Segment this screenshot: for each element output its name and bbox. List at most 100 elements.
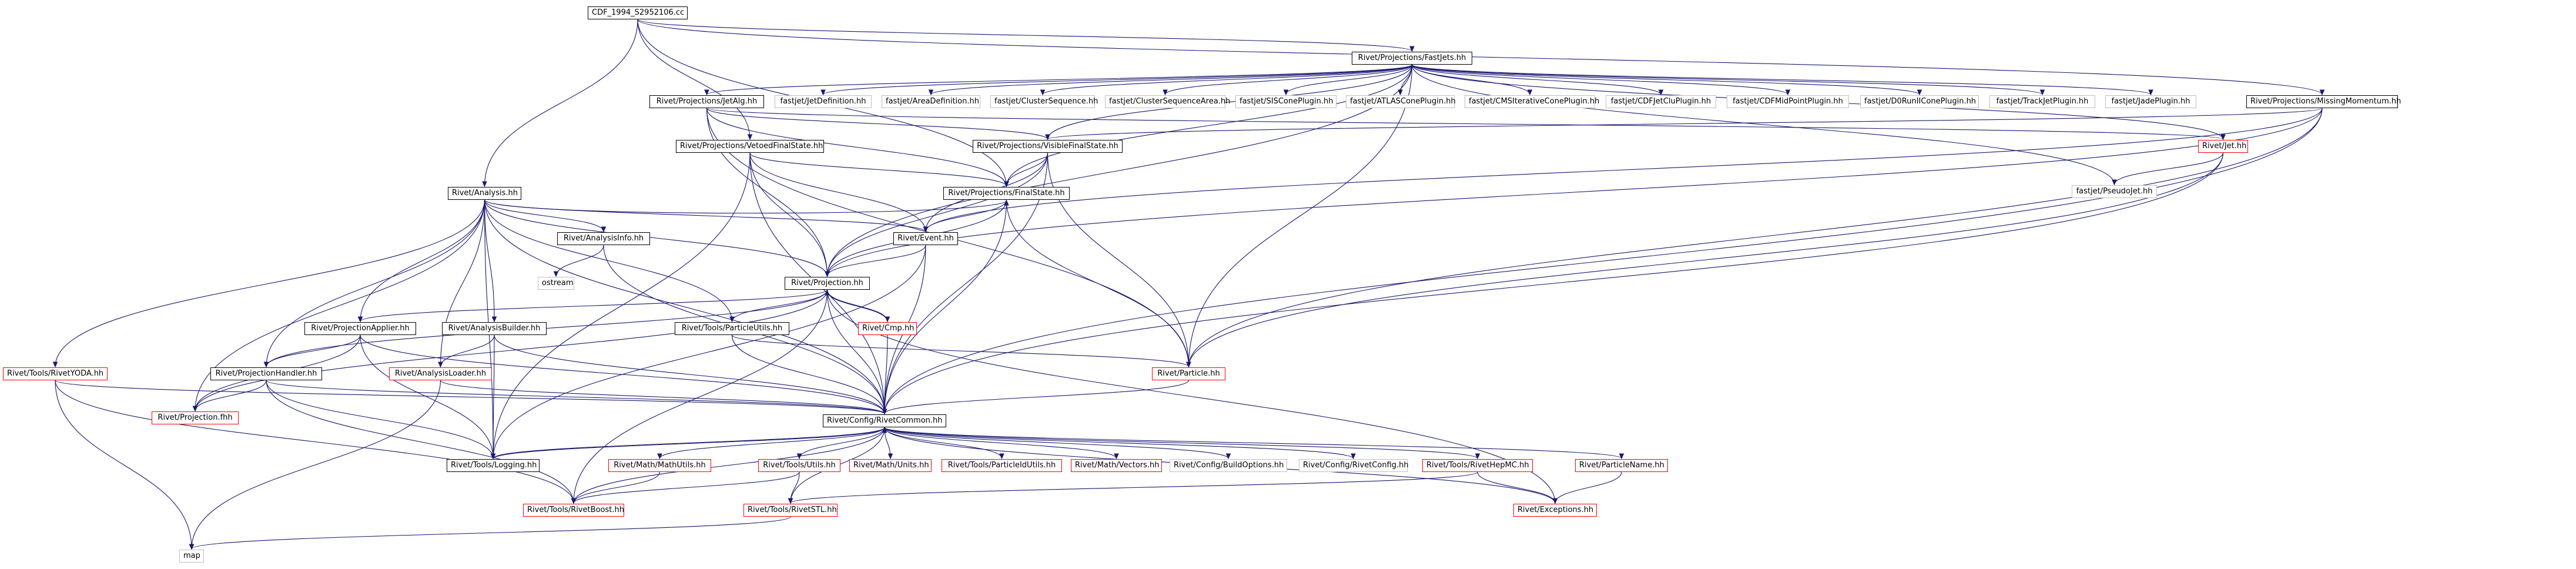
edge-projection-to-rivetboost [573, 289, 828, 504]
edge-projhandler-to-projectionfhh [195, 380, 267, 411]
node-cmp-hh[interactable]: Rivet/Cmp.hh [858, 322, 917, 335]
node-visiblefinalstate-hh[interactable]: Rivet/Projections/VisibleFinalState.hh [973, 140, 1123, 153]
edge-analysisinfo-to-ostream [555, 245, 604, 277]
arrowhead-visiblefs-to-finalstate [1004, 181, 1009, 188]
node-missingmomentum-hh[interactable]: Rivet/Projections/MissingMomentum.hh [2246, 95, 2401, 108]
node-rivetstl-hh[interactable]: Rivet/Tools/RivetSTL.hh [743, 504, 838, 517]
node-finalstate-hh[interactable]: Rivet/Projections/FinalState.hh [943, 187, 1070, 200]
arrowhead-fastjets-to-jetalg [704, 89, 709, 96]
arrowhead-analysis-to-rivetyoda [52, 362, 58, 368]
arrowhead-logging-to-rivetcommon [882, 427, 887, 433]
node-analysisloader-hh[interactable]: Rivet/AnalysisLoader.hh [389, 367, 492, 380]
edge-missingmom-to-visiblefs [1047, 108, 2323, 140]
edge-root-to-vetoedfs [637, 19, 751, 140]
node-rivetboost-hh[interactable]: Rivet/Tools/RivetBoost.hh [523, 504, 624, 517]
node-particleutils-hh[interactable]: Rivet/Tools/ParticleUtils.hh [675, 322, 789, 335]
node-fastjet-jadeplugin-hh: fastjet/JadePlugin.hh [2105, 95, 2196, 108]
node-rivethepmc-hh[interactable]: Rivet/Tools/RivetHepMC.hh [1422, 459, 1533, 472]
arrowhead-jetalg-to-jet [2220, 134, 2226, 140]
node-logging-hh[interactable]: Rivet/Tools/Logging.hh [447, 459, 540, 472]
edge-rivethepmc-to-exceptions [1477, 471, 1556, 504]
node-fastjet-atlasconeplugin-hh: fastjet/ATLASConePlugin.hh [1346, 95, 1456, 108]
node-projection-fhh[interactable]: Rivet/Projection.fhh [152, 411, 239, 424]
edge-analysis-to-projhandler [266, 199, 485, 367]
node-analysisinfo-hh[interactable]: Rivet/AnalysisInfo.hh [557, 232, 650, 245]
edge-analysis-to-event [484, 199, 926, 232]
node-particleidutils-hh[interactable]: Rivet/Tools/ParticleIdUtils.hh [942, 459, 1062, 472]
node-exceptions-hh[interactable]: Rivet/Exceptions.hh [1513, 504, 1597, 517]
node-event-hh[interactable]: Rivet/Event.hh [893, 232, 958, 245]
edge-jet-to-particle [1188, 152, 2224, 367]
node-analysisbuilder-hh[interactable]: Rivet/AnalysisBuilder.hh [442, 322, 547, 335]
edge-analysis-to-particleutils [484, 199, 733, 322]
edge-analysis-to-rivetcommon [484, 199, 885, 414]
node-fastjet-areadefinition-hh: fastjet/AreaDefinition.hh [882, 95, 980, 108]
arrowhead-particle-to-rivetcommon [882, 409, 887, 415]
arrowhead-fastjets-to-trackjet [2039, 89, 2045, 96]
node-fastjet-pseudojet-hh: fastjet/PseudoJet.hh [2072, 185, 2157, 198]
node-particlename-hh[interactable]: Rivet/ParticleName.hh [1575, 459, 1668, 472]
arrowhead-finalstate-to-event [923, 226, 929, 233]
node-rivetconfig-hh: Rivet/Config/RivetConfig.hh [1299, 459, 1409, 472]
node-projectionapplier-hh[interactable]: Rivet/ProjectionApplier.hh [304, 322, 416, 335]
node-vetoedfinalstate-hh[interactable]: Rivet/Projections/VetoedFinalState.hh [676, 140, 824, 153]
node-projectionhandler-hh[interactable]: Rivet/ProjectionHandler.hh [210, 367, 322, 380]
edge-analysisloader-to-map [191, 380, 441, 550]
node-utils-hh[interactable]: Rivet/Tools/Utils.hh [758, 459, 840, 472]
node-map: map [179, 550, 204, 563]
arrowhead-root-to-fastjets [1409, 46, 1415, 52]
edge-fastjets-to-jetdef [822, 64, 1413, 95]
arrowhead-root-to-missingmom [2319, 89, 2325, 96]
node-projection-hh[interactable]: Rivet/Projection.hh [785, 277, 870, 290]
edge-rivetcommon-to-particlename [884, 427, 1622, 459]
edge-rivetcommon-to-buildoptions [884, 427, 1229, 459]
arrowhead-rivetcommon-to-particleidutils [999, 453, 1004, 460]
node-fastjet-trackjetplugin-hh: fastjet/TrackJetPlugin.hh [1989, 95, 2095, 108]
arrowhead-rivetcommon-to-particlename [1619, 453, 1624, 460]
arrowhead-particleutils-to-particle [1186, 362, 1191, 368]
arrowhead-fastjets-to-clusterseq [1040, 89, 1046, 96]
edge-vetoedfs-to-event [749, 152, 926, 232]
node-fastjet-jetdefinition-hh: fastjet/JetDefinition.hh [775, 95, 872, 108]
node-rivetyoda-hh[interactable]: Rivet/Tools/RivetYODA.hh [3, 367, 108, 380]
edge-root-to-missingmom [637, 19, 2323, 95]
node-units-hh[interactable]: Rivet/Math/Units.hh [849, 459, 932, 472]
edge-projhandler-to-rivetcommon [266, 380, 885, 414]
edge-projection-to-particleutils [731, 289, 828, 322]
arrowhead-fastjets-to-cdfmidpoint [1785, 89, 1791, 96]
edge-analysis-to-projection [484, 199, 828, 277]
edge-particleutils-to-rivetcommon [731, 334, 885, 414]
node-ostream: ostream [538, 277, 574, 290]
edge-root-to-analysis [484, 19, 638, 187]
edge-missingmom-to-event [925, 108, 2323, 232]
edge-fastjets-to-cdfjetclu [1411, 64, 1661, 95]
node-jetalg-hh[interactable]: Rivet/Projections/JetAlg.hh [649, 95, 764, 108]
edge-analysis-to-projapplier [360, 199, 485, 322]
edge-rivetcommon-to-vectors [884, 427, 1117, 459]
node-mathutils-hh[interactable]: Rivet/Math/MathUtils.hh [608, 459, 711, 472]
edge-projhandler-to-rivetboost [266, 380, 574, 504]
edge-fastjets-to-d0run [1411, 64, 1920, 95]
arrowhead-rivetcommon-to-vectors [1114, 453, 1119, 460]
node-jet-hh[interactable]: Rivet/Jet.hh [2198, 140, 2248, 153]
arrowhead-missingmom-to-visiblefs [1045, 134, 1050, 140]
edge-particle-to-rivetcommon [884, 380, 1190, 414]
node-analysis-hh[interactable]: Rivet/Analysis.hh [448, 187, 521, 200]
node-vectors-hh[interactable]: Rivet/Math/Vectors.hh [1071, 459, 1162, 472]
edge-particleutils-to-particle [731, 334, 1190, 367]
node-fastjets-hh[interactable]: Rivet/Projections/FastJets.hh [1352, 52, 1472, 65]
node-particle-hh[interactable]: Rivet/Particle.hh [1152, 367, 1225, 380]
edge-rivetcommon-to-utils [799, 427, 885, 459]
arrowhead-fastjets-to-areadef [928, 89, 934, 96]
edge-particlename-to-exceptions [1555, 471, 1622, 504]
node-fastjet-cdfmidpointplugin-hh: fastjet/CDFMidPointPlugin.hh [1727, 95, 1849, 108]
arrowhead-root-to-vetoedfs [747, 134, 753, 140]
arrowhead-particlename-to-exceptions [1552, 498, 1558, 504]
edge-jetalg-to-jet [706, 108, 2224, 140]
arrowhead-projection-to-projapplier [357, 316, 363, 323]
edge-vetoedfs-to-finalstate [749, 152, 1007, 187]
arrowhead-fastjets-to-clusterseqarea [1163, 89, 1168, 96]
node-rivetcommon-hh[interactable]: Rivet/Config/RivetCommon.hh [823, 414, 946, 427]
edge-mathutils-to-rivetboost [573, 471, 661, 504]
